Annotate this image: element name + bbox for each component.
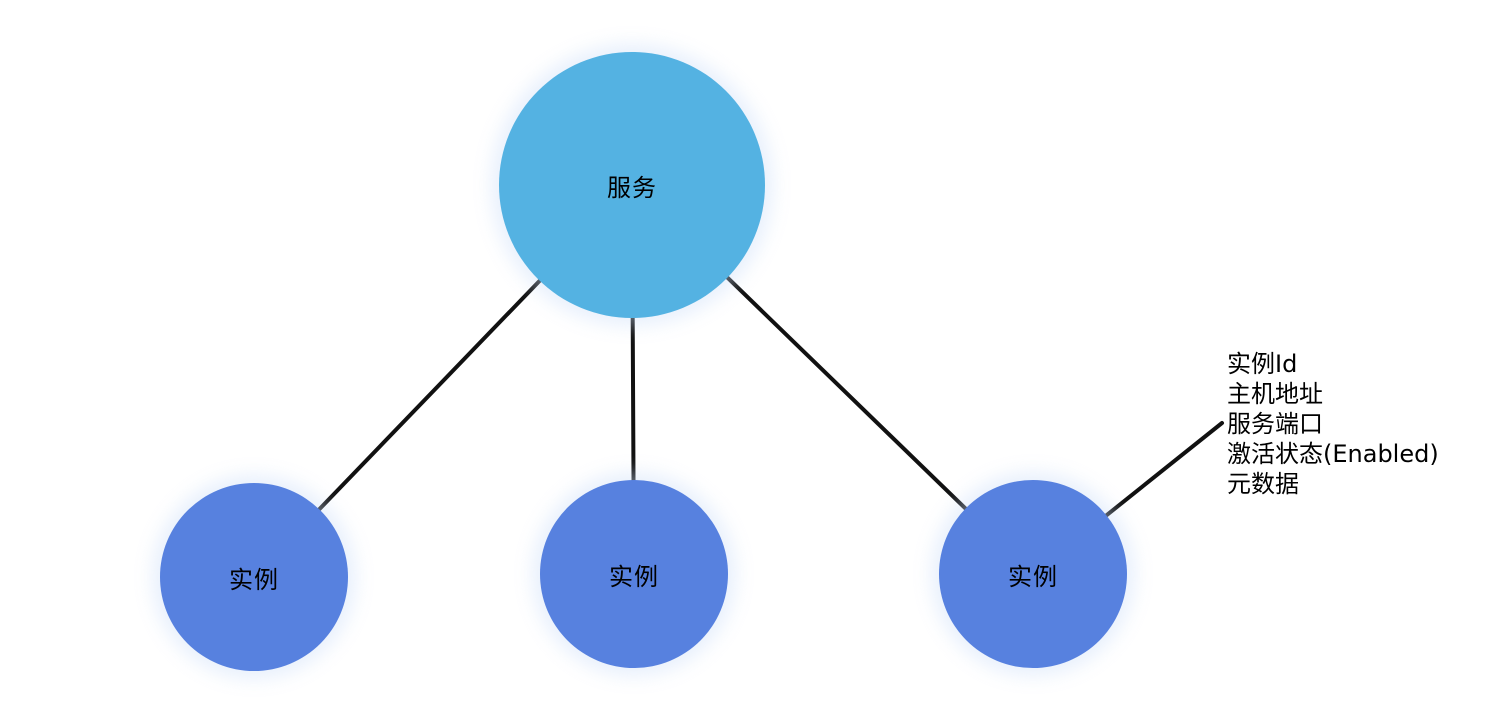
instance-node-1-label: 实例	[229, 565, 279, 594]
service-node-label: 服务	[607, 173, 657, 202]
instance-node-2: 实例	[540, 480, 728, 668]
annotation-line-metadata: 元数据	[1227, 470, 1299, 498]
service-node: 服务	[499, 52, 765, 318]
instance-node-3-label: 实例	[1008, 562, 1058, 591]
annotation-line-enabled-state: 激活状态(Enabled)	[1227, 440, 1439, 468]
instance-attributes-annotation: 实例Id 主机地址 服务端口 激活状态(Enabled) 元数据	[1227, 349, 1439, 499]
instance-node-1: 实例	[160, 483, 348, 671]
instance-node-3: 实例	[939, 480, 1127, 668]
annotation-line-host-address: 主机地址	[1227, 380, 1323, 408]
instance-node-2-label: 实例	[609, 562, 659, 591]
annotation-line-instance-id: 实例Id	[1227, 350, 1298, 378]
annotation-line-service-port: 服务端口	[1227, 410, 1323, 438]
